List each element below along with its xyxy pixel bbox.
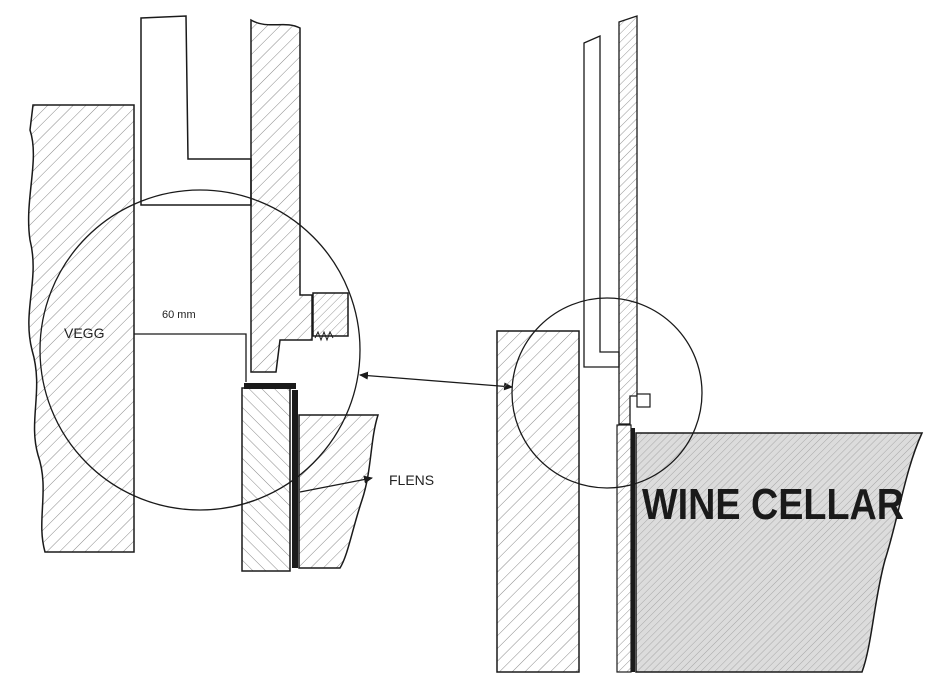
cellar-cabinet-body: [635, 432, 924, 673]
overview-wall-block: [496, 330, 580, 673]
dimension-line-60mm: [134, 333, 247, 382]
overview-cabinet-side: [616, 424, 632, 673]
overview-hinge-block: [636, 393, 651, 408]
hinge-block: [312, 292, 349, 337]
cabinet-side-top-strip: [244, 383, 296, 389]
cellar-body-section: [298, 414, 380, 569]
flange-leader-arrow: [299, 475, 373, 493]
overview-flange-strip: [631, 428, 635, 672]
cellar-label: WINE CELLAR: [642, 480, 904, 529]
cabinet-side-panel: [241, 387, 291, 572]
detail-view-left: VEGG 60 mm FLENS: [27, 15, 434, 572]
overview-right: WINE CELLAR: [496, 15, 924, 673]
wall-label: VEGG: [64, 325, 104, 341]
door-frame-profile: [140, 15, 252, 206]
dimension-label: 60 mm: [162, 309, 196, 321]
flange-label: FLENS: [389, 472, 434, 488]
wall-section: [27, 104, 135, 553]
overview-door-frame: [583, 35, 620, 368]
detail-circle-left: [39, 189, 361, 511]
overview-door-leaf: [618, 15, 638, 425]
spring-detail: [314, 330, 334, 342]
door-leaf-section: [250, 18, 313, 373]
detail-circle-right: [511, 297, 703, 489]
detail-connector-arrow: [359, 371, 513, 391]
